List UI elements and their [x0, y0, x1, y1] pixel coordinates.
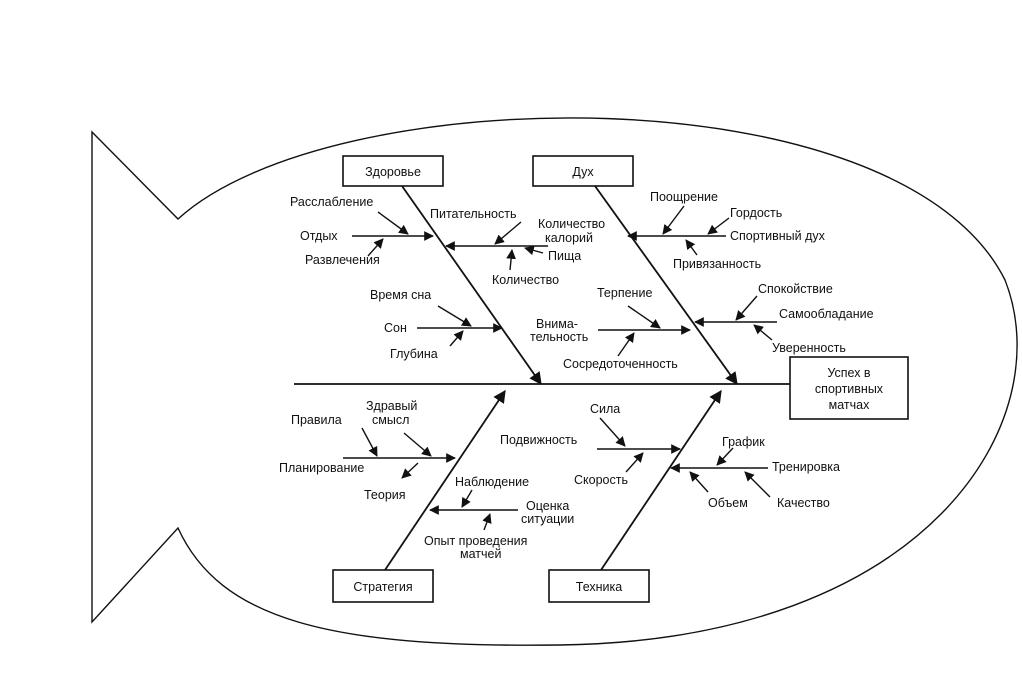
label-planning: Планирование	[279, 461, 364, 475]
arrow-calmness	[735, 295, 758, 321]
arrow-relaxation	[377, 211, 409, 235]
arrow-confidence	[753, 324, 773, 341]
label-calmness: Спокойствие	[758, 282, 833, 296]
arrow-depth	[449, 330, 464, 347]
label-assessment-1: Оценка	[526, 499, 569, 513]
label-depth: Глубина	[390, 347, 438, 361]
arrow-common-sense	[403, 432, 432, 457]
arrow-calories	[494, 221, 522, 245]
category-strategy-label: Стратегия	[353, 580, 412, 594]
label-pride: Гордость	[730, 206, 782, 220]
label-attention-1: Внима-	[536, 317, 578, 331]
category-technique-label: Техника	[576, 580, 622, 594]
arrow-encouragement	[662, 205, 685, 235]
label-volume: Объем	[708, 496, 748, 510]
category-spirit-label: Дух	[572, 165, 594, 179]
label-calories-1: Количество	[538, 217, 605, 231]
label-assessment-2: ситуации	[521, 512, 574, 526]
category-technique: Техника	[548, 569, 650, 603]
label-experience-2: матчей	[460, 547, 501, 561]
arrow-patience	[627, 305, 661, 329]
label-food: Пища	[548, 249, 581, 263]
effect-line-3: матчах	[829, 398, 870, 412]
label-concentration: Сосредоточенность	[563, 357, 678, 371]
bone-health	[401, 185, 542, 386]
label-self-control: Самообладание	[779, 307, 874, 321]
category-health-label: Здоровье	[365, 165, 421, 179]
label-mobility: Подвижность	[500, 433, 577, 447]
label-calories-2: калорий	[545, 231, 593, 245]
label-strength: Сила	[590, 402, 620, 416]
label-quantity: Количество	[492, 273, 559, 287]
arrow-sleep-time	[437, 305, 472, 327]
label-quality: Качество	[777, 496, 830, 510]
category-spirit: Дух	[532, 155, 634, 187]
label-patience: Терпение	[597, 286, 652, 300]
label-schedule: График	[722, 435, 765, 449]
arrow-quality	[744, 471, 771, 498]
label-attachment: Привязанность	[673, 257, 761, 271]
effect-line-1: Успех в	[827, 366, 871, 380]
label-experience-1: Опыт проведения	[424, 534, 527, 548]
arrow-strength	[599, 417, 626, 447]
bone-technique	[600, 389, 722, 571]
arrow-speed	[625, 452, 644, 473]
label-observation: Наблюдение	[455, 475, 529, 489]
label-sleep-time: Время сна	[370, 288, 431, 302]
arrow-concentration	[617, 332, 635, 357]
arrow-volume	[689, 471, 709, 493]
arrow-food	[524, 245, 544, 256]
arrow-experience	[482, 513, 492, 531]
arrow-quantity	[506, 249, 516, 271]
label-sleep: Сон	[384, 321, 407, 335]
label-confidence: Уверенность	[772, 341, 846, 355]
label-attention-2: тельность	[530, 330, 588, 344]
bone-spirit	[594, 185, 738, 386]
arrow-observation	[461, 489, 473, 508]
label-encouragement: Поощрение	[650, 190, 718, 204]
label-common-sense-1: Здравый	[366, 399, 417, 413]
arrow-rules	[361, 427, 378, 457]
label-common-sense-2: смысл	[372, 413, 409, 427]
effect-line-2: спортивных	[815, 382, 884, 396]
label-entertainment: Развлечения	[305, 253, 380, 267]
category-strategy: Стратегия	[332, 569, 434, 603]
arrow-schedule	[716, 447, 734, 466]
label-rest: Отдых	[300, 229, 338, 243]
bone-strategy	[384, 389, 506, 571]
label-rules: Правила	[291, 413, 342, 427]
label-theory: Теория	[364, 488, 406, 502]
category-health: Здоровье	[342, 155, 444, 187]
arrow-entertainment	[367, 238, 384, 257]
arrow-theory	[401, 462, 419, 479]
arrow-attachment	[685, 239, 698, 256]
label-nutrition: Питательность	[430, 207, 517, 221]
label-training: Тренировка	[772, 460, 840, 474]
effect-box: Успех в спортивных матчах	[789, 356, 909, 420]
label-relaxation: Расслабление	[290, 195, 373, 209]
fish-outline	[91, 117, 1018, 646]
arrow-pride	[707, 217, 730, 235]
label-speed: Скорость	[574, 473, 628, 487]
label-sport-spirit: Спортивный дух	[730, 229, 826, 243]
